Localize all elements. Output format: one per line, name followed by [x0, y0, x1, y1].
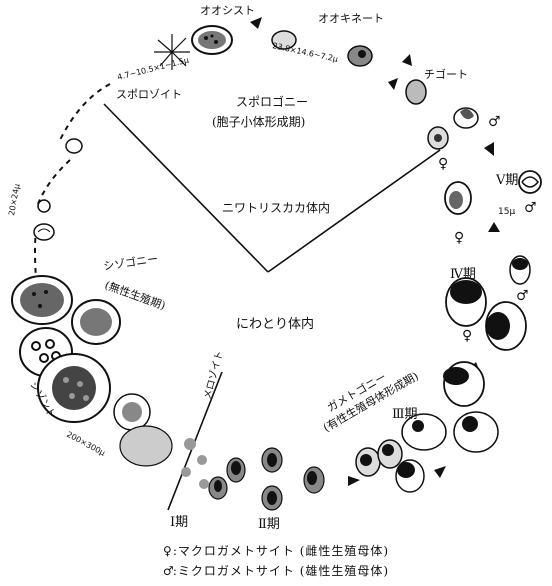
oocyst-label: オオシスト: [200, 4, 255, 17]
stage-i-label: Ⅰ期: [170, 515, 188, 530]
stage-ii-label: Ⅱ期: [258, 517, 280, 532]
male-symbol-3: ♂: [516, 288, 529, 304]
legend-macrogametocyte: ♀:マクロガメトサイト (雌性生殖母体): [0, 542, 552, 559]
stage-iii-label: Ⅲ期: [392, 407, 418, 422]
ookinete-size: 23.8×14.6~7.2μ: [272, 41, 339, 64]
female-symbol-2: ♀: [454, 230, 464, 246]
legend-macro-text: :マクロガメトサイト (雌性生殖母体): [173, 544, 389, 558]
female-symbol-3: ♀: [462, 328, 472, 344]
merozoite-label: メロゾイト: [201, 349, 226, 400]
sporozoite-size: 4.7~10.5×1~1.5μ: [116, 55, 190, 82]
mosquito-host-label: ニワトリスカカ体内: [222, 201, 330, 215]
stage-i-cells: [181, 438, 209, 489]
sporogony-title: スポロゴニー: [236, 94, 308, 109]
zygote-label: チゴート: [424, 67, 468, 81]
schizogony-title: シゾゴニー: [102, 251, 158, 273]
schizont-size: 200×300μ: [65, 430, 107, 458]
chicken-host-label: にわとり体内: [236, 316, 314, 332]
male-symbol-1: ♂: [488, 114, 501, 130]
sporogony-subtitle: (胞子小体形成期): [212, 115, 305, 129]
sporozoite-path: [35, 84, 110, 278]
female-symbol-1: ♀: [438, 156, 448, 172]
legend-micro-text: :ミクロガメトサイト (雄性生殖母体): [173, 564, 389, 578]
transit-cells: [34, 139, 82, 240]
zygote-cells: [406, 80, 478, 149]
legend-female-symbol: ♀: [163, 544, 173, 558]
stage-v-size: 15μ: [498, 207, 515, 217]
small-cell-size: 20×24μ: [7, 183, 21, 216]
legend-male-symbol: ♂: [163, 564, 173, 578]
oocyst-cell: [192, 26, 232, 54]
male-symbol-2: ♂: [524, 200, 537, 216]
ookinete-label: オオキネート: [318, 12, 384, 25]
legend-microgametocyte: ♂:ミクロガメトサイト (雄性生殖母体): [0, 562, 552, 579]
stage-ii-cells: [209, 448, 324, 510]
stage-iv-label: Ⅳ期: [450, 267, 476, 282]
sporozoite-label: スポロゾイト: [116, 88, 182, 101]
stage-v-label: Ⅴ期: [495, 173, 518, 188]
